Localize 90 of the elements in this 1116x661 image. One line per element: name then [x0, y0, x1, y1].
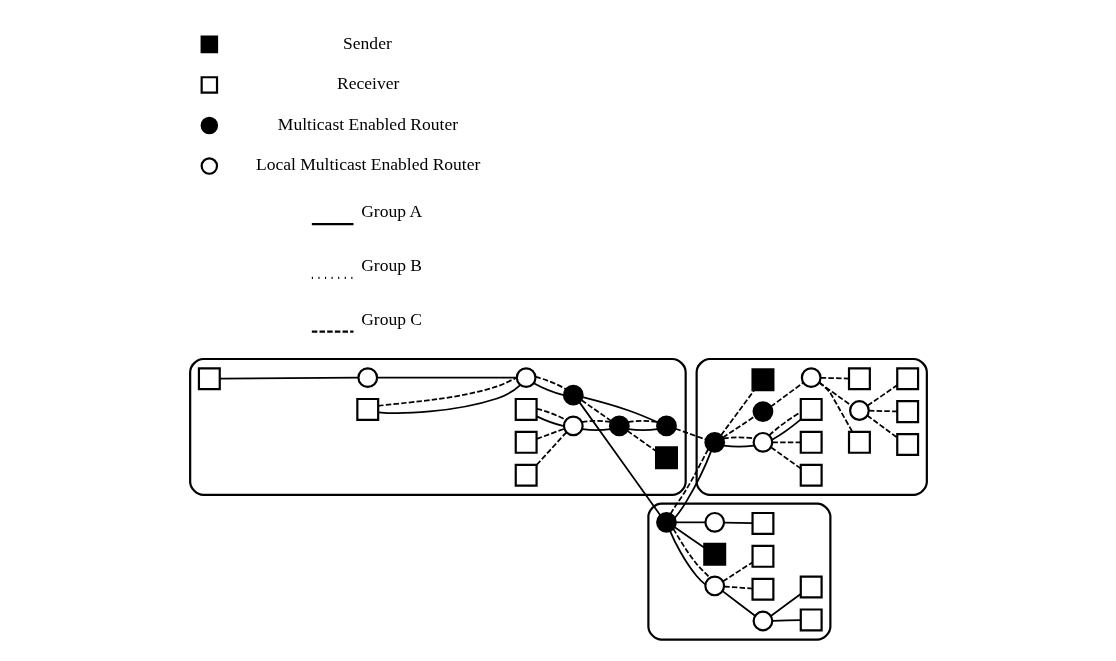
connector [218, 376, 359, 380]
node-circle [515, 367, 537, 389]
connector [719, 389, 755, 437]
connector [581, 428, 611, 431]
node-circle [752, 431, 773, 453]
node-box [847, 430, 871, 454]
connector [771, 441, 802, 444]
connector [770, 418, 801, 441]
node-box [895, 433, 919, 457]
node-circle [655, 415, 677, 437]
legend-label: Receiver [336, 73, 399, 94]
node-circle [562, 384, 584, 406]
connector [535, 407, 566, 421]
cluster [646, 502, 831, 641]
connector [865, 414, 898, 439]
node-box [799, 463, 823, 487]
connector [626, 420, 659, 423]
connector [722, 436, 755, 440]
connector [767, 411, 802, 437]
connector [534, 376, 567, 391]
node-circle [703, 511, 725, 533]
connector [532, 382, 565, 397]
node-box [799, 608, 823, 632]
connector [668, 530, 706, 586]
node-circle [848, 400, 870, 421]
connector [721, 415, 756, 439]
connector [674, 521, 706, 524]
connector [721, 561, 753, 583]
node-circle [655, 511, 677, 533]
connector [769, 593, 802, 617]
connector [722, 444, 755, 448]
cluster [695, 357, 928, 497]
node-box [355, 397, 379, 421]
legend-label: Local Multicast Enabled Router [255, 154, 480, 175]
connector [673, 526, 705, 549]
node-box [847, 367, 871, 391]
node-box [702, 542, 726, 566]
node-circle [752, 610, 773, 632]
connector [626, 428, 659, 431]
legend-label: Group B [360, 255, 422, 276]
connector [535, 427, 565, 440]
legend-label: Multicast Enabled Router [277, 113, 458, 134]
node-circle [608, 415, 630, 437]
connector [721, 590, 756, 617]
node-box [654, 446, 678, 470]
node-box [514, 430, 538, 454]
node-circle [562, 415, 584, 437]
node-box [514, 463, 538, 487]
connector [867, 409, 898, 413]
connector [817, 381, 853, 433]
connector [580, 399, 612, 422]
node-box [750, 577, 774, 601]
connector [819, 376, 850, 380]
legend-label: Group A [360, 201, 422, 222]
node-box [799, 430, 823, 454]
connector [580, 420, 612, 423]
node-box [750, 544, 774, 568]
connector [535, 415, 565, 427]
legend-label: Group C [360, 308, 422, 329]
node-box [750, 368, 774, 392]
node-box [514, 397, 538, 421]
connector [866, 384, 898, 407]
node-box [750, 511, 774, 535]
connector [581, 396, 658, 424]
connector [377, 376, 517, 407]
node-box [799, 397, 823, 421]
node-circle [703, 431, 725, 453]
node-circle [800, 367, 822, 389]
node-box [799, 575, 823, 599]
connector [672, 528, 711, 579]
connector [375, 376, 517, 379]
connector [769, 446, 801, 470]
cluster [188, 357, 687, 497]
connector [722, 585, 753, 590]
connector [535, 431, 567, 466]
node-circle [356, 367, 378, 389]
node-box [895, 400, 919, 424]
node-circle [703, 575, 725, 597]
node-box [895, 367, 919, 391]
legend-label: Sender [342, 32, 392, 53]
connector [722, 521, 753, 525]
connector [578, 401, 661, 517]
connector [377, 384, 521, 414]
node-box [197, 367, 221, 391]
connector [771, 619, 802, 622]
connector [769, 381, 804, 408]
connector [626, 429, 657, 452]
connector [818, 381, 852, 407]
node-circle [752, 401, 773, 423]
connector [674, 427, 707, 441]
